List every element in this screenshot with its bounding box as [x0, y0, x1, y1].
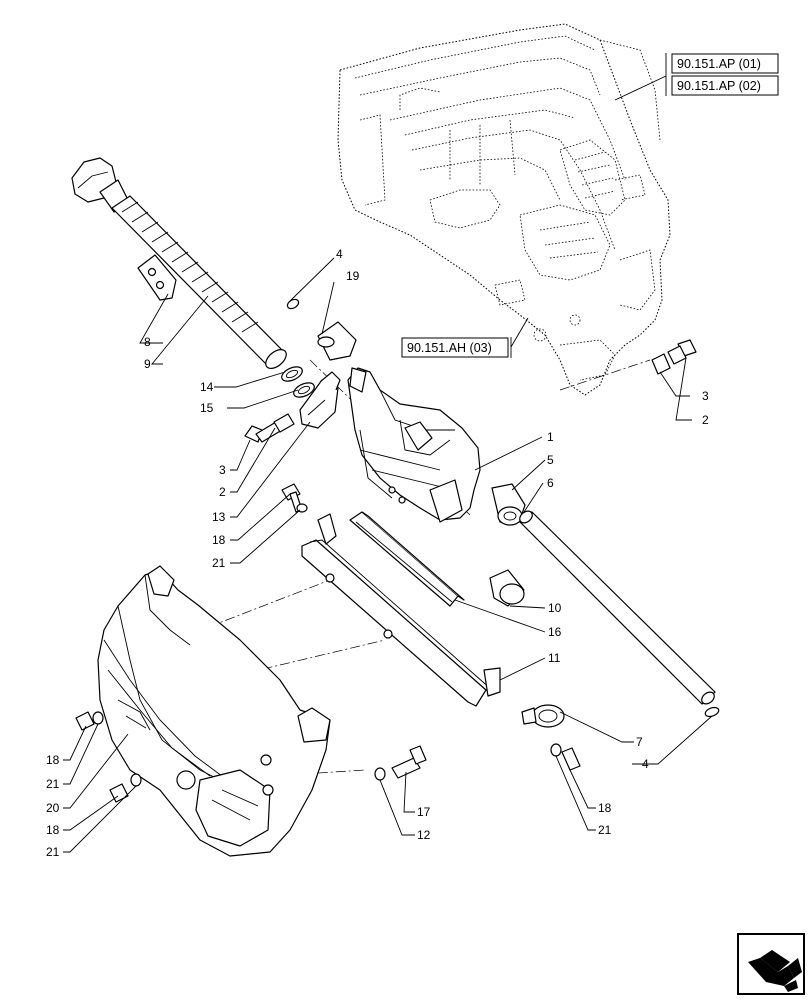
part-1-main-bracket: [347, 367, 481, 523]
callout-4-bottom: 4: [642, 757, 649, 771]
callout-14: 14: [200, 380, 214, 394]
part-11-slide-plate: [301, 513, 501, 707]
callout-3-right: 3: [702, 389, 709, 403]
callout-labels: 4 19 8 9 14 15 3 2 13 18 21 1 5 6 10 16 …: [46, 247, 709, 859]
part-7-clamp: [521, 704, 565, 728]
callout-20: 20: [46, 801, 60, 815]
callout-21-mid: 21: [212, 556, 226, 570]
reference-label-ah03: 90.151.AH (03): [407, 341, 492, 355]
part-5-bushing: [491, 483, 526, 526]
part-3-2-bolt-left: [244, 413, 295, 443]
callout-2-left: 2: [219, 485, 226, 499]
callout-1: 1: [547, 430, 554, 444]
callout-17: 17: [417, 805, 431, 819]
callout-6: 6: [547, 476, 554, 490]
part-21-washer-left-1: [92, 711, 104, 725]
callout-9: 9: [144, 357, 151, 371]
part-20-base-bracket: [97, 565, 331, 857]
callout-18-left-1: 18: [46, 753, 60, 767]
reference-ap-leader: [614, 53, 667, 101]
part-6-rod: [519, 510, 716, 705]
callout-7: 7: [636, 735, 643, 749]
part-13-bracket: [299, 371, 341, 429]
callout-15: 15: [200, 401, 214, 415]
callout-10: 10: [548, 601, 562, 615]
callout-3-left: 3: [219, 463, 226, 477]
part-18-bolt-left-2: [109, 783, 129, 803]
next-page-arrow-icon[interactable]: [737, 933, 805, 995]
part-18-bolt-left-1: [75, 711, 95, 731]
part-4-clip-bottom: [704, 706, 720, 718]
console-housing-reference: [337, 23, 671, 396]
reference-box-ah03[interactable]: 90.151.AH (03): [401, 337, 509, 358]
part-17-bolt-bottom: [391, 745, 427, 779]
reference-label-ap01: 90.151.AP (01): [677, 57, 761, 71]
callout-12: 12: [417, 828, 431, 842]
callout-leaders: [63, 257, 713, 853]
callout-19: 19: [346, 269, 360, 283]
part-18-bolt-right: [561, 747, 581, 771]
part-9-corrugated-hose: [71, 157, 287, 369]
part-4-clip-top: [286, 298, 300, 310]
callout-21-right: 21: [598, 823, 612, 837]
callout-5: 5: [547, 453, 554, 467]
callout-18-right: 18: [598, 801, 612, 815]
callout-2-right: 2: [702, 413, 709, 427]
part-19-sleeve: [317, 321, 357, 361]
reference-box-ap02[interactable]: 90.151.AP (02): [671, 75, 779, 96]
part-14-o-ring: [281, 366, 303, 382]
callout-21-left-2: 21: [46, 845, 60, 859]
part-10-roller: [489, 569, 525, 607]
callout-21-left-1: 21: [46, 777, 60, 791]
part-12-washer-bottom: [374, 767, 386, 781]
callout-18-mid: 18: [212, 533, 226, 547]
part-16-rail: [349, 511, 465, 607]
callout-16: 16: [548, 625, 562, 639]
part-15-o-ring: [293, 382, 315, 398]
reference-ah-leader: [510, 317, 529, 358]
part-8-hose-clip: [137, 254, 177, 301]
reference-box-ap01[interactable]: 90.151.AP (01): [671, 53, 779, 74]
callout-18-left-2: 18: [46, 823, 60, 837]
part-21-washer-right: [550, 743, 562, 757]
reference-label-ap02: 90.151.AP (02): [677, 79, 761, 93]
callout-8: 8: [144, 335, 151, 349]
callout-11: 11: [548, 651, 561, 665]
part-3-2-bolt-right: [651, 339, 697, 375]
callout-13: 13: [212, 510, 226, 524]
callout-4-top: 4: [336, 247, 343, 261]
part-21-washer-left-2: [130, 773, 142, 787]
